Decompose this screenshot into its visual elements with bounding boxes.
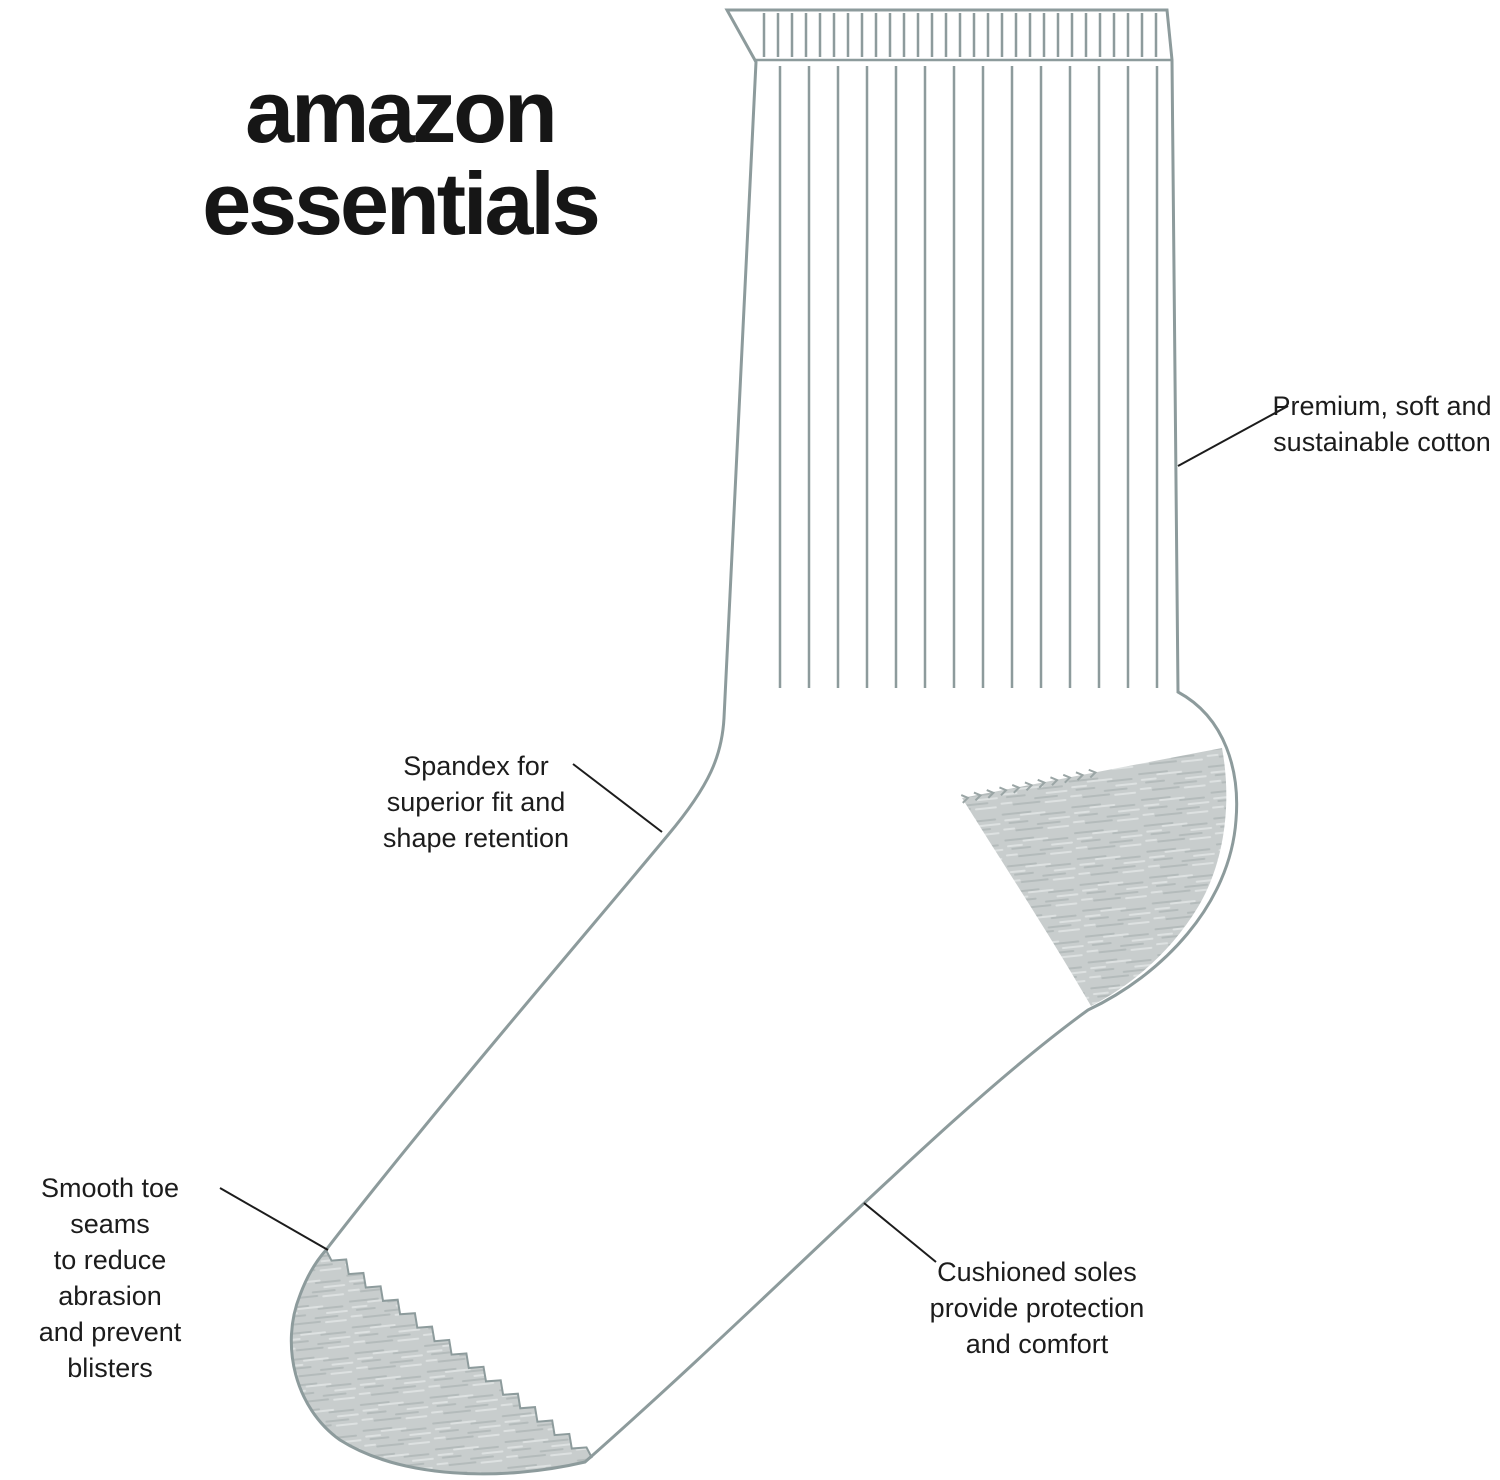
toe-seam-zigzag	[325, 1249, 593, 1459]
leader-line-toe	[219, 1187, 329, 1251]
sock-outline	[289, 8, 1239, 1476]
callout-cushioned-soles: Cushioned soles provide protection and c…	[929, 1257, 1145, 1359]
heel-stitch-marks	[960, 768, 1098, 804]
brand-line-2: essentials	[202, 154, 601, 253]
cuff-rib-lines	[762, 13, 1158, 57]
callout-spandex: Spandex for superior fit and shape reten…	[382, 751, 570, 853]
leader-lines	[219, 405, 1289, 1263]
leader-line-sole	[863, 1202, 937, 1263]
brand-line-1: amazon	[245, 62, 558, 161]
brand-logo: amazon essentials	[170, 66, 630, 250]
leg-rib-lines	[778, 66, 1159, 688]
leader-line-spandex	[572, 763, 663, 833]
callout-toe-seams: Smooth toe seams to reduce abrasion and …	[38, 1173, 182, 1383]
leader-line-cotton	[1177, 405, 1289, 467]
heel-cushion-patch	[962, 748, 1227, 1006]
toe-cushion-patch	[291, 1250, 592, 1474]
callout-cotton: Premium, soft and sustainable cotton	[1272, 391, 1492, 457]
sock-body	[291, 10, 1237, 1474]
